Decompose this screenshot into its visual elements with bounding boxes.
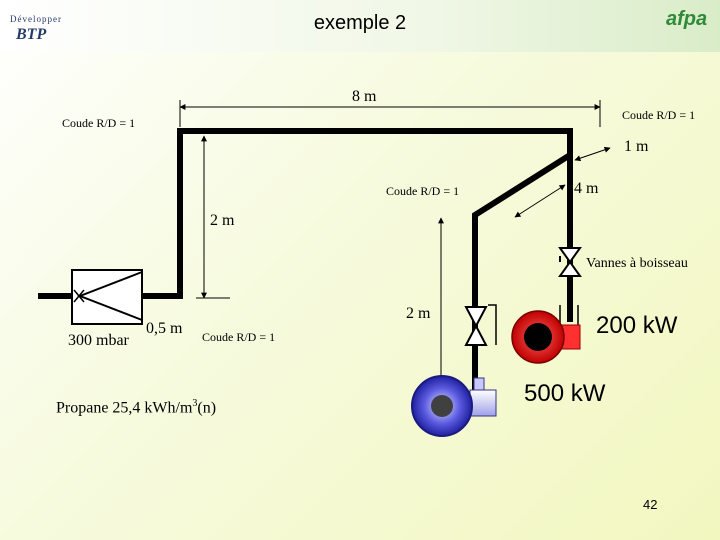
vannes-label: Vannes à boisseau (586, 256, 688, 271)
dimension-lines (179, 100, 611, 399)
gas-info-prefix: Propane 25,4 kWh/m (56, 399, 193, 417)
dim-1m-label: 1 m (624, 138, 649, 155)
page-title: exemple 2 (313, 12, 407, 34)
dim-8m-label: 8 m (352, 88, 377, 105)
valve-icon (464, 306, 488, 346)
gas-info-exponent: 3 (192, 398, 198, 409)
coude-label-middle: Coude R/D = 1 (386, 184, 460, 198)
logo-afpa: afpa (662, 4, 714, 50)
logo-left-bottom-text: BTP (16, 26, 47, 43)
gas-info-suffix: (n) (197, 399, 217, 417)
coude-label-bottom: Coude R/D = 1 (202, 330, 276, 344)
main-pipe (38, 128, 573, 400)
valve-icon (558, 244, 582, 277)
burner-200kw-icon (511, 310, 581, 364)
header-band (0, 0, 720, 52)
power-500kw-label: 500 kW (524, 380, 606, 407)
dim-2m-lower-label: 2 m (406, 305, 431, 322)
power-200kw-label: 200 kW (596, 312, 678, 339)
burner-500kw-icon (411, 375, 497, 437)
dim-05m-label: 0,5 m (146, 320, 183, 337)
dim-1m-line (574, 146, 611, 162)
logo-developper-btp: Développer BTP (6, 8, 66, 48)
page-number: 42 (643, 497, 658, 512)
coude-label-top-right: Coude R/D = 1 (622, 108, 696, 122)
pressure-regulator-icon (71, 269, 143, 325)
logo-afpa-text: afpa (666, 8, 708, 30)
dim-4m-label: 4 m (574, 180, 599, 197)
logo-left-top-text: Développer (10, 14, 62, 24)
coude-label-top-left: Coude R/D = 1 (62, 116, 136, 130)
gas-info-label: Propane 25,4 kWh/m3(n) (56, 398, 216, 417)
dim-4m-line (514, 184, 566, 218)
dim-2m-vertical-label: 2 m (210, 212, 235, 229)
pressure-label: 300 mbar (68, 332, 129, 349)
pipe-network (38, 128, 573, 400)
